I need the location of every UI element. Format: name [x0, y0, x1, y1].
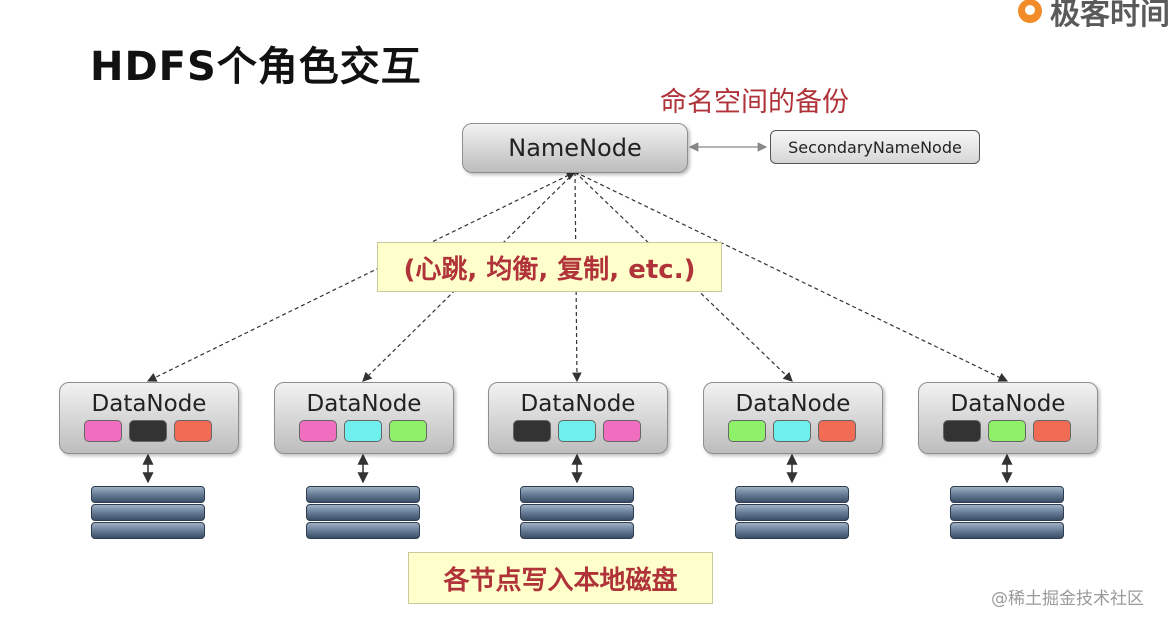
data-block — [389, 420, 427, 442]
watermark: @稀土掘金技术社区 — [991, 589, 1144, 609]
data-block — [558, 420, 596, 442]
disk-stack-icon — [735, 486, 849, 544]
datanode-label: DataNode — [520, 391, 636, 417]
disk-stack-icon — [520, 486, 634, 544]
data-block — [773, 420, 811, 442]
datanode-box: DataNode — [918, 382, 1098, 454]
interaction-label: (心跳, 均衡, 复制, etc.) — [377, 242, 722, 292]
data-block — [174, 420, 212, 442]
disk-stack-icon — [306, 486, 420, 544]
block-group — [299, 420, 427, 442]
secondary-namenode-label: SecondaryNameNode — [788, 137, 962, 157]
geekbang-logo-icon — [1018, 0, 1042, 23]
namenode-label: NameNode — [508, 134, 642, 162]
data-block — [344, 420, 382, 442]
data-block — [818, 420, 856, 442]
datanode-label: DataNode — [950, 391, 1066, 417]
data-block — [603, 420, 641, 442]
datanode-label: DataNode — [91, 391, 207, 417]
logo-text: 极客时间 — [1050, 0, 1170, 32]
data-block — [728, 420, 766, 442]
secondary-namenode-box: SecondaryNameNode — [770, 130, 980, 164]
data-block — [943, 420, 981, 442]
datanode-box: DataNode — [274, 382, 454, 454]
block-group — [513, 420, 641, 442]
data-block — [513, 420, 551, 442]
data-block — [84, 420, 122, 442]
dashed-link-1 — [146, 171, 577, 382]
datanode-label: DataNode — [306, 391, 422, 417]
datanode-box: DataNode — [488, 382, 668, 454]
data-block — [299, 420, 337, 442]
brand-logo: 极客时间 — [1018, 0, 1170, 32]
block-group — [84, 420, 212, 442]
data-block — [1033, 420, 1071, 442]
dashed-link-5 — [574, 171, 1009, 382]
disk-stack-icon — [950, 486, 1064, 544]
datanode-box: DataNode — [703, 382, 883, 454]
datanode-label: DataNode — [735, 391, 851, 417]
data-block — [129, 420, 167, 442]
data-block — [988, 420, 1026, 442]
datanode-box: DataNode — [59, 382, 239, 454]
namespace-backup-label: 命名空间的备份 — [660, 87, 849, 118]
local-disk-write-label: 各节点写入本地磁盘 — [408, 552, 713, 604]
block-group — [728, 420, 856, 442]
block-group — [943, 420, 1071, 442]
namenode-box: NameNode — [462, 123, 688, 173]
disk-stack-icon — [91, 486, 205, 544]
page-title: HDFS个角色交互 — [90, 44, 422, 90]
